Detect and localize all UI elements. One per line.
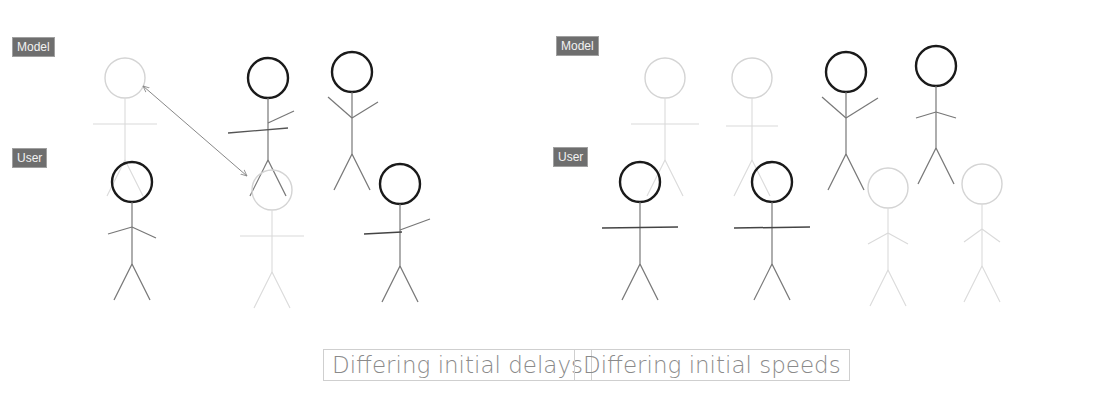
stick-figure xyxy=(328,52,378,190)
faint-figure xyxy=(93,58,157,196)
node-text: Model xyxy=(17,40,50,54)
node-text: Differing initial speeds xyxy=(583,352,841,378)
caption-box: Differing initial speeds xyxy=(574,349,850,381)
stick-figure xyxy=(108,162,156,300)
row-tag: Model xyxy=(12,37,55,57)
stick-figure xyxy=(364,164,430,302)
stick-figure xyxy=(602,162,678,300)
stick-figure xyxy=(228,58,294,196)
stick-figure xyxy=(822,52,878,190)
faint-figure xyxy=(631,58,699,196)
faint-figure xyxy=(240,170,304,308)
row-tag: Model xyxy=(556,36,599,56)
stick-figure xyxy=(916,46,956,184)
stick-figure xyxy=(734,162,810,300)
caption-box: Differing initial delays xyxy=(323,349,592,381)
node-text: User xyxy=(558,150,583,164)
node-text: User xyxy=(17,151,42,165)
node-text: Model xyxy=(561,39,594,53)
row-tag: User xyxy=(12,148,47,168)
faint-figure xyxy=(868,168,908,306)
delay-arrow xyxy=(143,86,247,176)
faint-figure xyxy=(962,164,1002,302)
row-tag: User xyxy=(553,147,588,167)
node-text: Differing initial delays xyxy=(332,352,583,378)
